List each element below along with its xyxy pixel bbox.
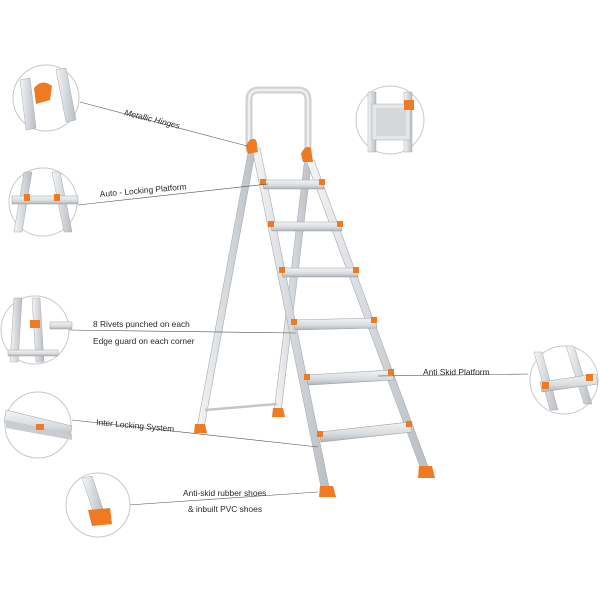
step-2 — [268, 221, 343, 232]
step-4 — [291, 317, 378, 331]
detail-auto-locking-platform — [8, 167, 79, 237]
step-3 — [279, 267, 359, 278]
label-rubber-shoes-line2: & inbuilt PVC shoes — [188, 504, 262, 514]
detail-rubber-shoes — [65, 472, 131, 538]
detail-rivets-edge-guard — [0, 295, 73, 365]
label-rubber-shoes-line1: Anti-skid rubber shoes — [183, 488, 266, 498]
rubber-feet — [194, 408, 435, 497]
label-metallic-hinges: Metallic Hinges — [124, 107, 182, 131]
detail-anti-skid-platform — [529, 345, 599, 415]
leader-lines — [67, 101, 529, 506]
hinge-caps — [246, 138, 313, 162]
leader-rubber-shoes — [127, 491, 319, 506]
steps — [260, 179, 413, 443]
leader-rivets — [67, 329, 297, 334]
label-rivets-line2: Edge guard on each corner — [93, 336, 195, 346]
label-auto-locking-platform: Auto - Locking Platform — [99, 181, 187, 199]
step-6 — [317, 421, 413, 443]
leader-inter-locking — [71, 419, 319, 448]
leader-metallic-hinges — [79, 101, 248, 147]
detail-metallic-hinge — [12, 64, 80, 132]
detail-step-rivets — [355, 85, 425, 155]
label-anti-skid-platform: Anti Skid Platform — [423, 367, 490, 377]
step-1-platform — [260, 179, 325, 190]
ladder — [194, 86, 435, 497]
leader-auto-locking — [77, 183, 269, 206]
label-inter-locking-system: Inter Locking System — [96, 417, 175, 434]
label-rivets-line1: 8 Rivets punched on each — [93, 319, 190, 329]
leader-anti-skid-platform — [377, 373, 529, 377]
step-5 — [304, 369, 395, 386]
detail-inter-locking-system — [3, 391, 73, 459]
